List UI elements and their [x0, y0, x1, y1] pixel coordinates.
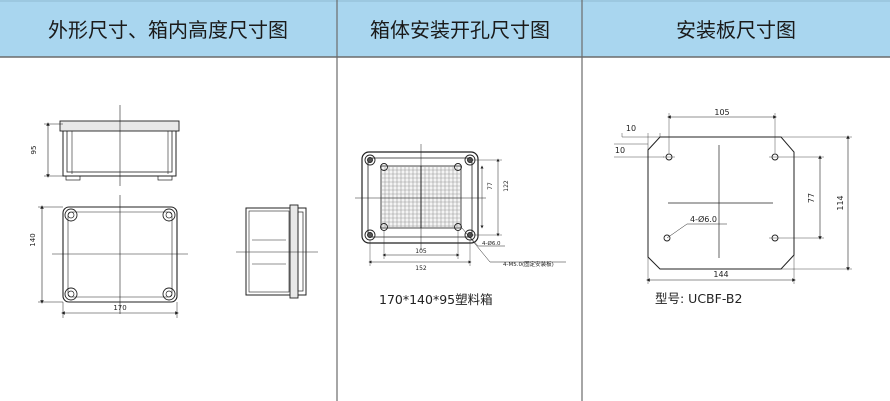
dim-77: 77 — [487, 182, 494, 190]
header-mounting-plate: 安装板尺寸图 — [676, 18, 796, 42]
dim-width-170: 170 — [113, 304, 126, 312]
dim-height-95: 95 — [30, 146, 38, 155]
dim-77: 77 — [807, 193, 816, 203]
dim-10-top: 10 — [626, 124, 636, 133]
panel-cutout-drawing — [355, 144, 566, 266]
dim-144: 144 — [713, 270, 728, 279]
front-view — [38, 195, 188, 318]
side-view-top — [44, 105, 180, 186]
dim-105: 105 — [415, 248, 427, 255]
header-band — [0, 0, 890, 57]
header-outline-dimensions: 外形尺寸、箱内高度尺寸图 — [48, 18, 288, 42]
box-model-caption: 170*140*95塑料箱 — [379, 292, 493, 307]
screw-label: 4-M5.0(固定安装板) — [503, 260, 554, 268]
dim-105: 105 — [714, 108, 729, 117]
dim-10-left: 10 — [615, 146, 625, 155]
panel-mounting-plate — [614, 113, 852, 284]
plate-model-caption: 型号: UCBF-B2 — [655, 291, 742, 306]
side-view-right — [236, 204, 318, 299]
plate-hole-label: 4-Ø6.0 — [690, 214, 717, 224]
dim-depth-140: 140 — [29, 233, 37, 246]
panel-outline-drawings — [38, 105, 318, 318]
dim-122: 122 — [503, 180, 510, 192]
dim-114: 114 — [836, 195, 845, 210]
header-mounting-holes: 箱体安装开孔尺寸图 — [370, 18, 550, 42]
dim-152: 152 — [415, 265, 427, 272]
hole-label: 4-Ø6.0 — [482, 240, 501, 247]
